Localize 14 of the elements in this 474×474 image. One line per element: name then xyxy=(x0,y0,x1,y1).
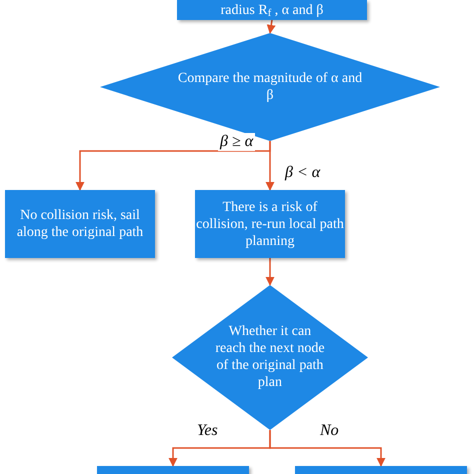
node-text: radius R$_{f}$ , α and β xyxy=(220,2,324,18)
process-box xyxy=(195,190,345,258)
node-text: Compare the magnitude of α and β xyxy=(176,70,364,104)
node-text: There is a risk of collision, re-run local path planning xyxy=(195,198,345,250)
arrow xyxy=(266,20,276,34)
arrow xyxy=(266,141,274,191)
process-box xyxy=(177,0,367,20)
arrow xyxy=(269,430,386,467)
edge-label: β < α xyxy=(283,164,322,182)
node-text: Whether it can reach the next node of the original path plan xyxy=(215,323,325,392)
edge-label: β ≥ α xyxy=(218,133,256,151)
arrow xyxy=(266,258,274,286)
process-box xyxy=(5,190,155,258)
node-text: No collision risk, sail along the original path xyxy=(16,207,144,241)
